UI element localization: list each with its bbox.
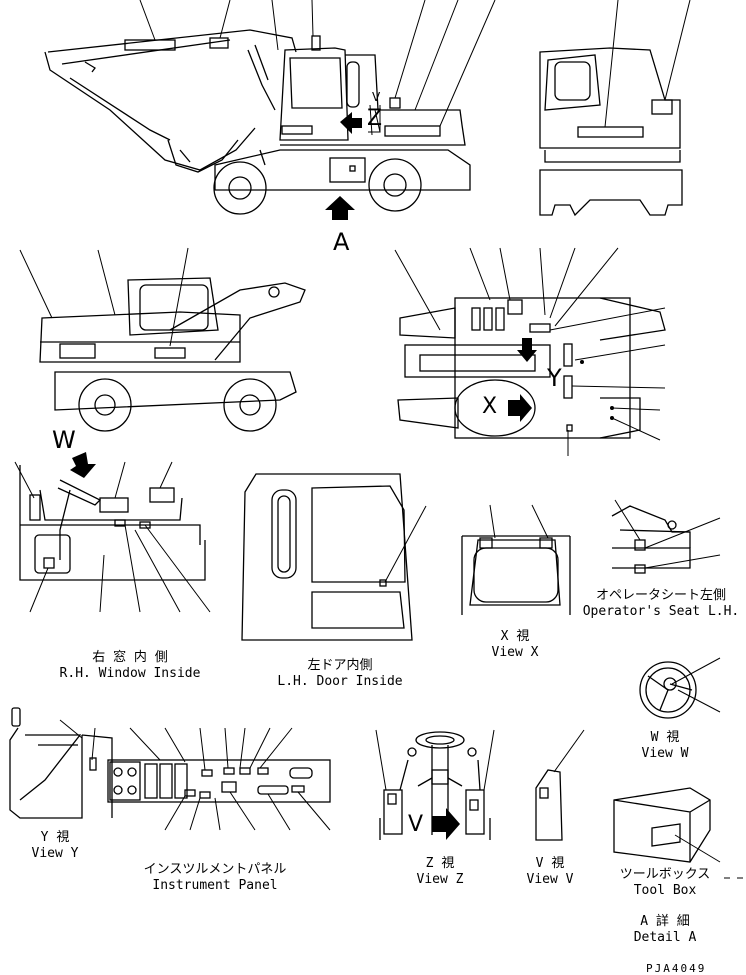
caption-operator-seat: オペレータシート左側 Operator's Seat L.H. — [576, 588, 746, 620]
caption-ja: X 視 — [500, 629, 530, 644]
marker-y-top: Y — [547, 364, 562, 392]
caption-en: R.H. Window Inside — [59, 666, 201, 681]
caption-view-v: V 視 View V — [505, 856, 595, 888]
instrument-panel-drawing — [107, 727, 331, 831]
rh-window-inside-drawing — [14, 452, 211, 613]
caption-en: L.H. Door Inside — [277, 674, 403, 689]
caption-ja: W 視 — [650, 730, 680, 745]
view-w-drawing — [639, 657, 721, 719]
view-y-drawing — [9, 707, 113, 819]
marker-a: A — [333, 228, 350, 256]
caption-en: Detail A — [633, 930, 697, 945]
caption-detail-a: A 詳 細 Detail A — [615, 914, 715, 946]
caption-ja: 右 窓 内 側 — [92, 650, 168, 665]
view-v-drawing — [535, 729, 585, 841]
marker-z-top: Z — [367, 106, 383, 131]
machine-side-view-right — [19, 247, 306, 432]
caption-view-x: X 視 View X — [460, 629, 570, 661]
caption-view-z: Z 視 View Z — [390, 856, 490, 888]
view-x-drawing — [461, 504, 571, 615]
operator-seat-drawing — [611, 499, 721, 574]
caption-ja: Z 視 — [425, 856, 455, 871]
caption-lh-door: 左ドア内側 L.H. Door Inside — [250, 658, 430, 690]
machine-rear-view — [539, 0, 691, 217]
marker-w: W — [52, 426, 76, 454]
caption-ja: Y 視 — [40, 830, 70, 845]
caption-instrument-panel: インスツルメントパネル Instrument Panel — [120, 862, 310, 894]
caption-ja: インスツルメントパネル — [143, 862, 287, 877]
caption-tool-box: ツールボックス Tool Box — [600, 867, 730, 899]
caption-en: View V — [526, 872, 574, 887]
caption-ja: A 詳 細 — [640, 914, 690, 929]
caption-en: Operator's Seat L.H. — [582, 604, 740, 619]
caption-view-y: Y 視 View Y — [5, 830, 105, 862]
marker-x: X — [482, 394, 498, 419]
caption-ja: ツールボックス — [619, 867, 711, 882]
caption-en: View Z — [416, 872, 464, 887]
caption-en: Instrument Panel — [152, 878, 278, 893]
lh-door-inside-drawing — [241, 473, 427, 641]
caption-en: View W — [641, 746, 689, 761]
caption-ja: オペレータシート左側 — [595, 588, 726, 603]
tool-box-drawing — [613, 787, 743, 879]
view-z-drawing — [375, 729, 495, 840]
machine-side-view-left — [44, 0, 496, 220]
caption-en: Tool Box — [633, 883, 697, 898]
caption-en: View X — [491, 645, 539, 660]
caption-ja: V 視 — [535, 856, 565, 871]
caption-ja: 左ドア内側 — [307, 658, 373, 673]
caption-rh-window: 右 窓 内 側 R.H. Window Inside — [40, 650, 220, 682]
machine-top-view — [394, 247, 666, 456]
marker-v-view: V — [408, 812, 424, 837]
marker-v-top: V — [372, 90, 381, 104]
caption-en: View Y — [31, 846, 79, 861]
drawing-code: PJA4049 — [646, 962, 707, 975]
caption-view-w: W 視 View W — [615, 730, 715, 762]
